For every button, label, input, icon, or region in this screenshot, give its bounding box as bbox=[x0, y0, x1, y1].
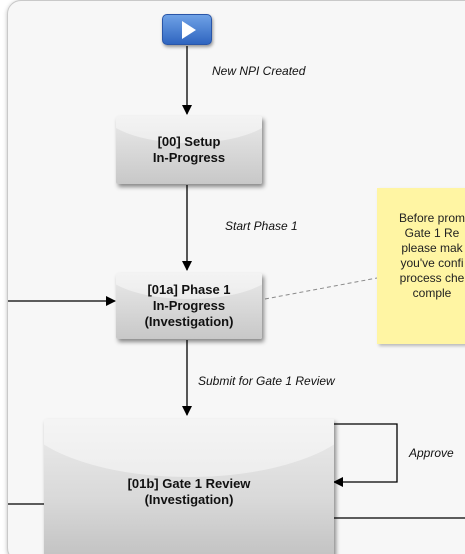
sticky-note: Before prom Gate 1 Re please mak you've … bbox=[377, 188, 465, 344]
state-phase1-label: [01a] Phase 1 In-Progress (Investigation… bbox=[144, 282, 234, 329]
state-gate1-review[interactable]: [01b] Gate 1 Review (Investigation) bbox=[44, 419, 334, 554]
note-line-3: please mak bbox=[401, 241, 463, 255]
note-line-1: Before prom bbox=[398, 211, 465, 225]
state-setup-label: [00] Setup In-Progress bbox=[152, 134, 226, 165]
edge-label-approve: Approve bbox=[409, 446, 454, 460]
play-icon[interactable] bbox=[162, 14, 212, 45]
state-gate1-label: [01b] Gate 1 Review (Investigation) bbox=[127, 475, 251, 507]
note-line-4: you've confi bbox=[400, 256, 464, 270]
note-line-2: Gate 1 Re bbox=[404, 226, 460, 240]
state-phase1-in-progress[interactable]: [01a] Phase 1 In-Progress (Investigation… bbox=[116, 273, 262, 339]
note-line-6: comple bbox=[412, 286, 452, 300]
edge-label-new-npi: New NPI Created bbox=[212, 64, 306, 78]
note-link bbox=[264, 277, 378, 300]
state-setup-in-progress[interactable]: [00] Setup In-Progress bbox=[116, 116, 262, 184]
edge-approve-loop bbox=[333, 423, 398, 487]
edge-label-submit-gate1: Submit for Gate 1 Review bbox=[198, 374, 335, 388]
note-line-5: process che bbox=[399, 271, 465, 285]
edge-label-start-phase1: Start Phase 1 bbox=[225, 219, 298, 233]
